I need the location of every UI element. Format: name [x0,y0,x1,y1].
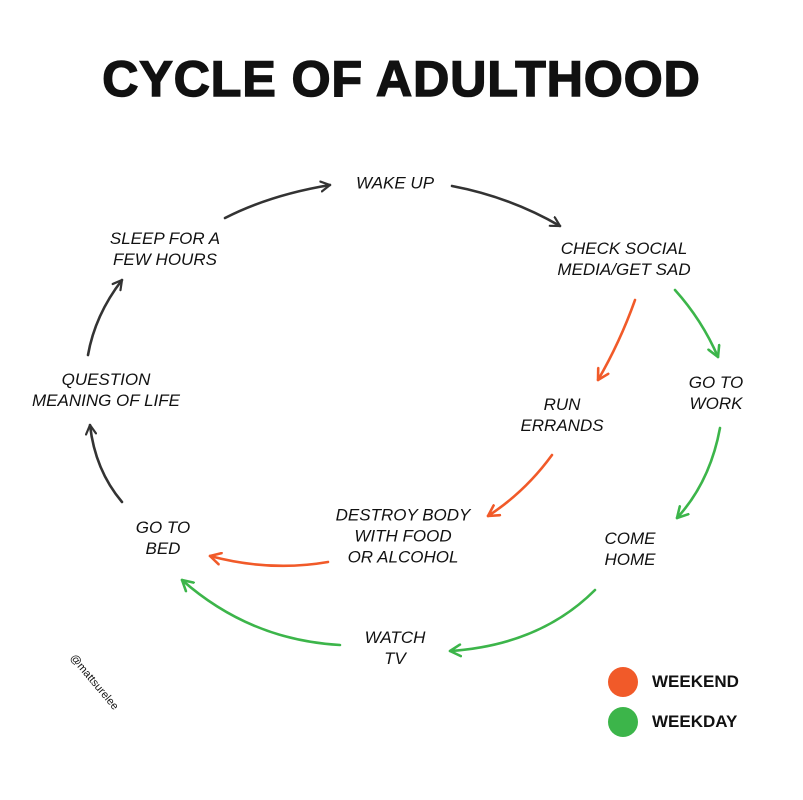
node-label: COME [604,529,656,548]
node-label: WAKE UP [355,173,435,193]
arrow-destroy-to-bed [208,556,330,568]
node-label: HOME [604,550,656,569]
node-run-errands: RUN ERRANDS [520,394,603,436]
node-label: CHECK SOCIAL [560,239,688,258]
node-label: GO TO [135,518,191,537]
node-label: MEDIA/GET SAD [557,260,691,279]
legend-label: WEEKEND [652,672,739,691]
diagram-title: CYCLE OF ADULTHOOD [101,50,701,108]
arrow-bed-to-question [90,423,124,504]
node-watch-tv: WATCH TV [365,627,426,669]
arrow-errands-to-destroy [486,453,554,518]
node-question-meaning: QUESTION MEANING OF LIFE [32,369,180,411]
arrow-tv-to-bed [180,578,342,647]
node-label: RUN [543,395,581,414]
node-label: WATCH [364,628,426,647]
weekend-dot-icon [608,667,638,697]
arrow-home-to-tv [448,588,597,651]
arrow-check-to-errands [596,298,637,382]
node-label: WORK [689,394,743,413]
node-sleep: SLEEP FOR A FEW HOURS [110,228,220,270]
weekday-dot-icon [608,707,638,737]
node-label: QUESTION [61,370,151,389]
arrow-work-to-home [675,426,722,520]
node-label: DESTROY BODY [335,505,471,525]
node-label: SLEEP FOR A [109,229,221,248]
node-go-to-work: GO TO WORK [689,372,743,414]
node-label: FEW HOURS [113,250,217,269]
legend-weekday: WEEKDAY [608,707,737,737]
node-wake-up: WAKE UP [356,173,434,194]
arrow-check-to-work [673,288,718,359]
node-label: TV [384,649,406,668]
node-label: MEANING OF LIFE [32,391,180,410]
node-label: OR ALCOHOL [347,547,459,567]
node-label: BED [145,539,181,558]
node-come-home: COME HOME [605,528,656,570]
node-label: ERRANDS [520,416,604,435]
arrow-wake-to-check [450,184,562,228]
node-label: GO TO [688,373,744,392]
legend-label: WEEKDAY [652,712,738,731]
arrow-sleep-to-wake [223,185,332,220]
node-label: WITH FOOD [354,526,452,546]
node-check-social-media: CHECK SOCIAL MEDIA/GET SAD [557,238,690,280]
node-go-to-bed: GO TO BED [136,517,190,559]
legend-weekend: WEEKEND [608,667,739,697]
arrow-question-to-sleep [86,278,124,357]
